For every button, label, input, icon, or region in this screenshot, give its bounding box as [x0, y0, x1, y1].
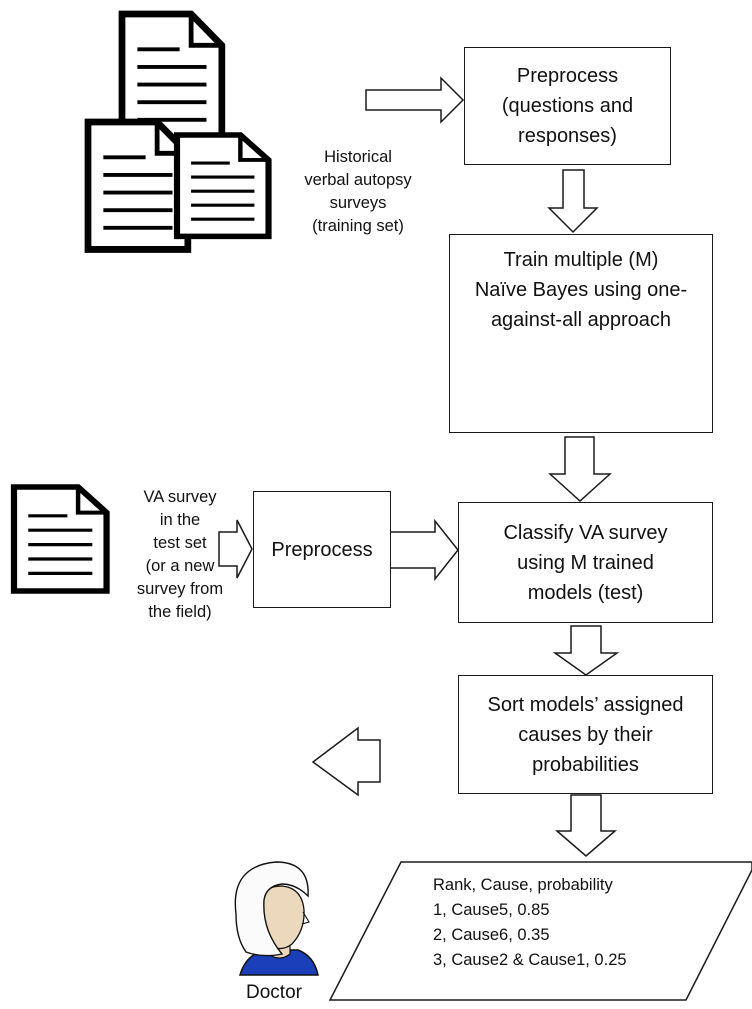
test-label-line: survey from — [136, 580, 224, 598]
train-models-line: Train multiple (M) — [503, 249, 659, 271]
sort-line: probabilities — [532, 753, 639, 776]
arrow-right-test-doc — [218, 519, 253, 579]
classify-line: using M trained — [517, 551, 654, 574]
test-label-line: in the — [159, 511, 201, 529]
training-set-label: Historical verbal autopsy surveys (train… — [296, 146, 420, 238]
arrow-down-train — [548, 436, 612, 503]
test-label-line: test set — [153, 534, 207, 552]
output-row: 3, Cause2 & Cause1, 0.25 — [433, 951, 627, 969]
document-icon-test — [14, 487, 107, 591]
preprocess-training-line: responses) — [518, 125, 617, 147]
output-header: Rank, Cause, probability — [433, 876, 613, 894]
doctor-icon — [234, 861, 319, 976]
preprocess-training-line: (questions and — [501, 95, 634, 117]
training-label-line: (training set) — [312, 217, 404, 235]
train-models-line: Naïve Bayes using one- — [474, 279, 688, 301]
arrow-down-sort — [554, 794, 618, 857]
output-row: 1, Cause5, 0.85 — [433, 901, 550, 919]
document-icon-right — [177, 135, 269, 236]
output-parallelogram — [328, 861, 752, 1001]
test-label-line: VA survey — [143, 488, 217, 506]
preprocess-test-line: Preprocess — [271, 538, 373, 561]
output-results: Rank, Cause, probability 1, Cause5, 0.85… — [433, 873, 627, 973]
output-row: 2, Cause6, 0.35 — [433, 926, 550, 944]
arrow-down-preprocess — [547, 169, 599, 234]
preprocess-training-line: Preprocess — [516, 65, 619, 87]
classify-line: Classify VA survey — [503, 521, 668, 544]
arrow-down-classify — [552, 625, 620, 676]
training-label-line: verbal autopsy — [304, 171, 412, 189]
preprocess-training-box: Preprocess (questions and responses) — [464, 47, 671, 165]
test-label-line: the field) — [148, 603, 212, 621]
test-label-line: (or a new — [145, 557, 215, 575]
sort-line: causes by their — [518, 723, 653, 746]
document-icon-left — [88, 122, 188, 249]
classify-line: models (test) — [527, 581, 644, 604]
doctor-label: Doctor — [246, 982, 302, 1003]
arrow-right-preprocess — [389, 518, 459, 582]
sort-box: Sort models’ assigned causes by their pr… — [458, 675, 713, 794]
preprocess-test-box: Preprocess — [253, 491, 391, 608]
training-label-line: surveys — [329, 194, 387, 212]
arrow-right-documents — [365, 76, 465, 124]
training-label-line: Historical — [324, 148, 392, 166]
test-set-label: VA survey in the test set (or a new surv… — [110, 486, 250, 624]
arrow-left-doctor — [311, 726, 381, 797]
classify-box: Classify VA survey using M trained model… — [458, 502, 713, 623]
sort-line: Sort models’ assigned — [487, 693, 684, 716]
train-models-line: against-all approach — [490, 309, 672, 331]
train-models-box: Train multiple (M) Naïve Bayes using one… — [449, 234, 713, 433]
